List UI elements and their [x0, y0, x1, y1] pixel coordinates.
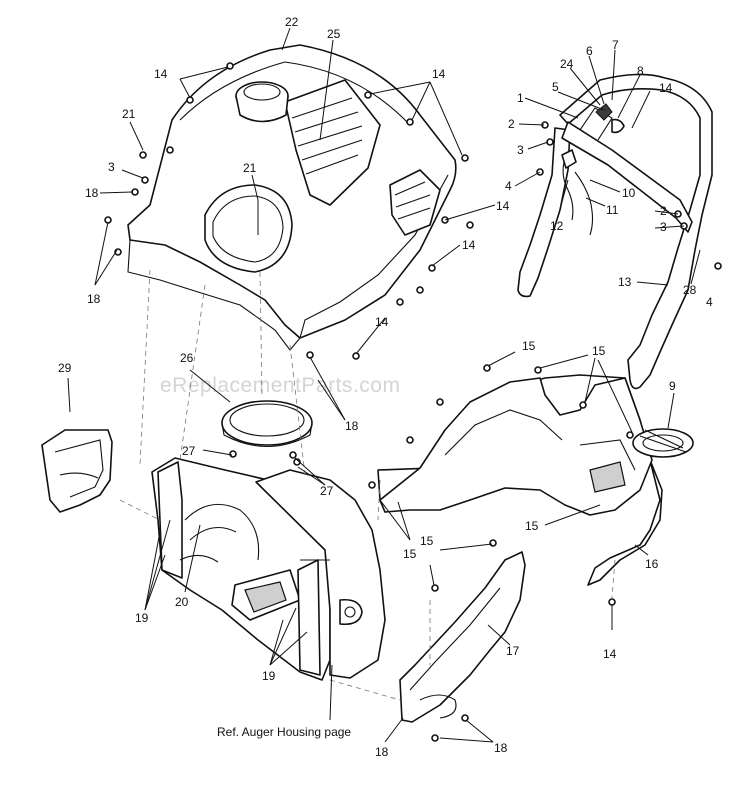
callout-15-top-right: 15: [592, 344, 606, 358]
callout-17: 17: [506, 644, 520, 658]
callout-20: 20: [175, 595, 189, 609]
callout-10: 10: [622, 186, 636, 200]
callout-15-lower-left: 15: [403, 547, 417, 561]
callout-21-left: 21: [122, 107, 136, 121]
reference-note: Ref. Auger Housing page: [217, 725, 351, 739]
callout-29: 29: [58, 361, 72, 375]
callout-2-lower: 2: [660, 204, 667, 218]
callout-9: 9: [669, 379, 676, 393]
callout-7: 7: [612, 38, 619, 52]
callout-18-bottom-left: 18: [375, 745, 389, 759]
callout-14-mid: 14: [375, 315, 389, 329]
chute-drawing: [41, 429, 113, 513]
ring-parts-drawing: [221, 400, 313, 448]
callout-14-right: 14: [496, 199, 510, 213]
callout-3-upper: 3: [517, 143, 524, 157]
callout-13: 13: [618, 275, 632, 289]
callout-6: 6: [586, 44, 593, 58]
callout-25: 25: [327, 27, 341, 41]
callout-2-upper: 2: [508, 117, 515, 131]
callout-15-top-left: 15: [522, 339, 536, 353]
callout-19-bottom: 19: [262, 669, 276, 683]
pulley-drawing: [632, 428, 694, 458]
callout-12: 12: [550, 219, 564, 233]
belt-cover-drawing: [399, 551, 526, 723]
reference-dashed-lines: [119, 269, 616, 701]
callout-16: 16: [645, 557, 659, 571]
callout-22: 22: [285, 15, 299, 29]
callout-4-lower: 4: [706, 295, 713, 309]
callout-14-bottom: 14: [603, 647, 617, 661]
leader-lines: [67, 27, 701, 743]
callout-1: 1: [517, 91, 524, 105]
callout-28: 28: [683, 283, 697, 297]
callout-26: 26: [180, 351, 194, 365]
callout-27-left: 27: [182, 444, 196, 458]
callout-11: 11: [606, 203, 619, 217]
callout-18-bottom-right: 18: [494, 741, 508, 755]
callout-3-left: 3: [108, 160, 115, 174]
callout-8: 8: [637, 64, 644, 78]
callout-labels: 22 25 14 14 21 3 18 21 14 14 18 14 18 6 …: [58, 15, 713, 759]
callout-14-top-left: 14: [154, 67, 168, 81]
callout-24: 24: [560, 57, 574, 71]
callout-18-left-upper: 18: [85, 186, 99, 200]
callout-5: 5: [552, 80, 559, 94]
callout-18-left-lower: 18: [87, 292, 101, 306]
callout-19-left: 19: [135, 611, 149, 625]
callout-27-right: 27: [320, 484, 334, 498]
upper-shroud-drawing: [127, 44, 457, 351]
callout-3-lower: 3: [660, 220, 667, 234]
callout-15-lower: 15: [420, 534, 434, 548]
watermark-text: eReplacementParts.com: [160, 374, 400, 397]
callout-4-upper: 4: [505, 179, 512, 193]
handle-assembly-drawing: [517, 73, 713, 390]
callout-14-right-lower: 14: [462, 238, 476, 252]
callout-18-center: 18: [345, 419, 359, 433]
callout-21-center: 21: [243, 161, 257, 175]
callout-15-mid: 15: [525, 519, 539, 533]
auger-housing-drawing: [151, 457, 386, 681]
callout-14-top-right: 14: [432, 67, 446, 81]
callout-14-handle: 14: [659, 81, 673, 95]
